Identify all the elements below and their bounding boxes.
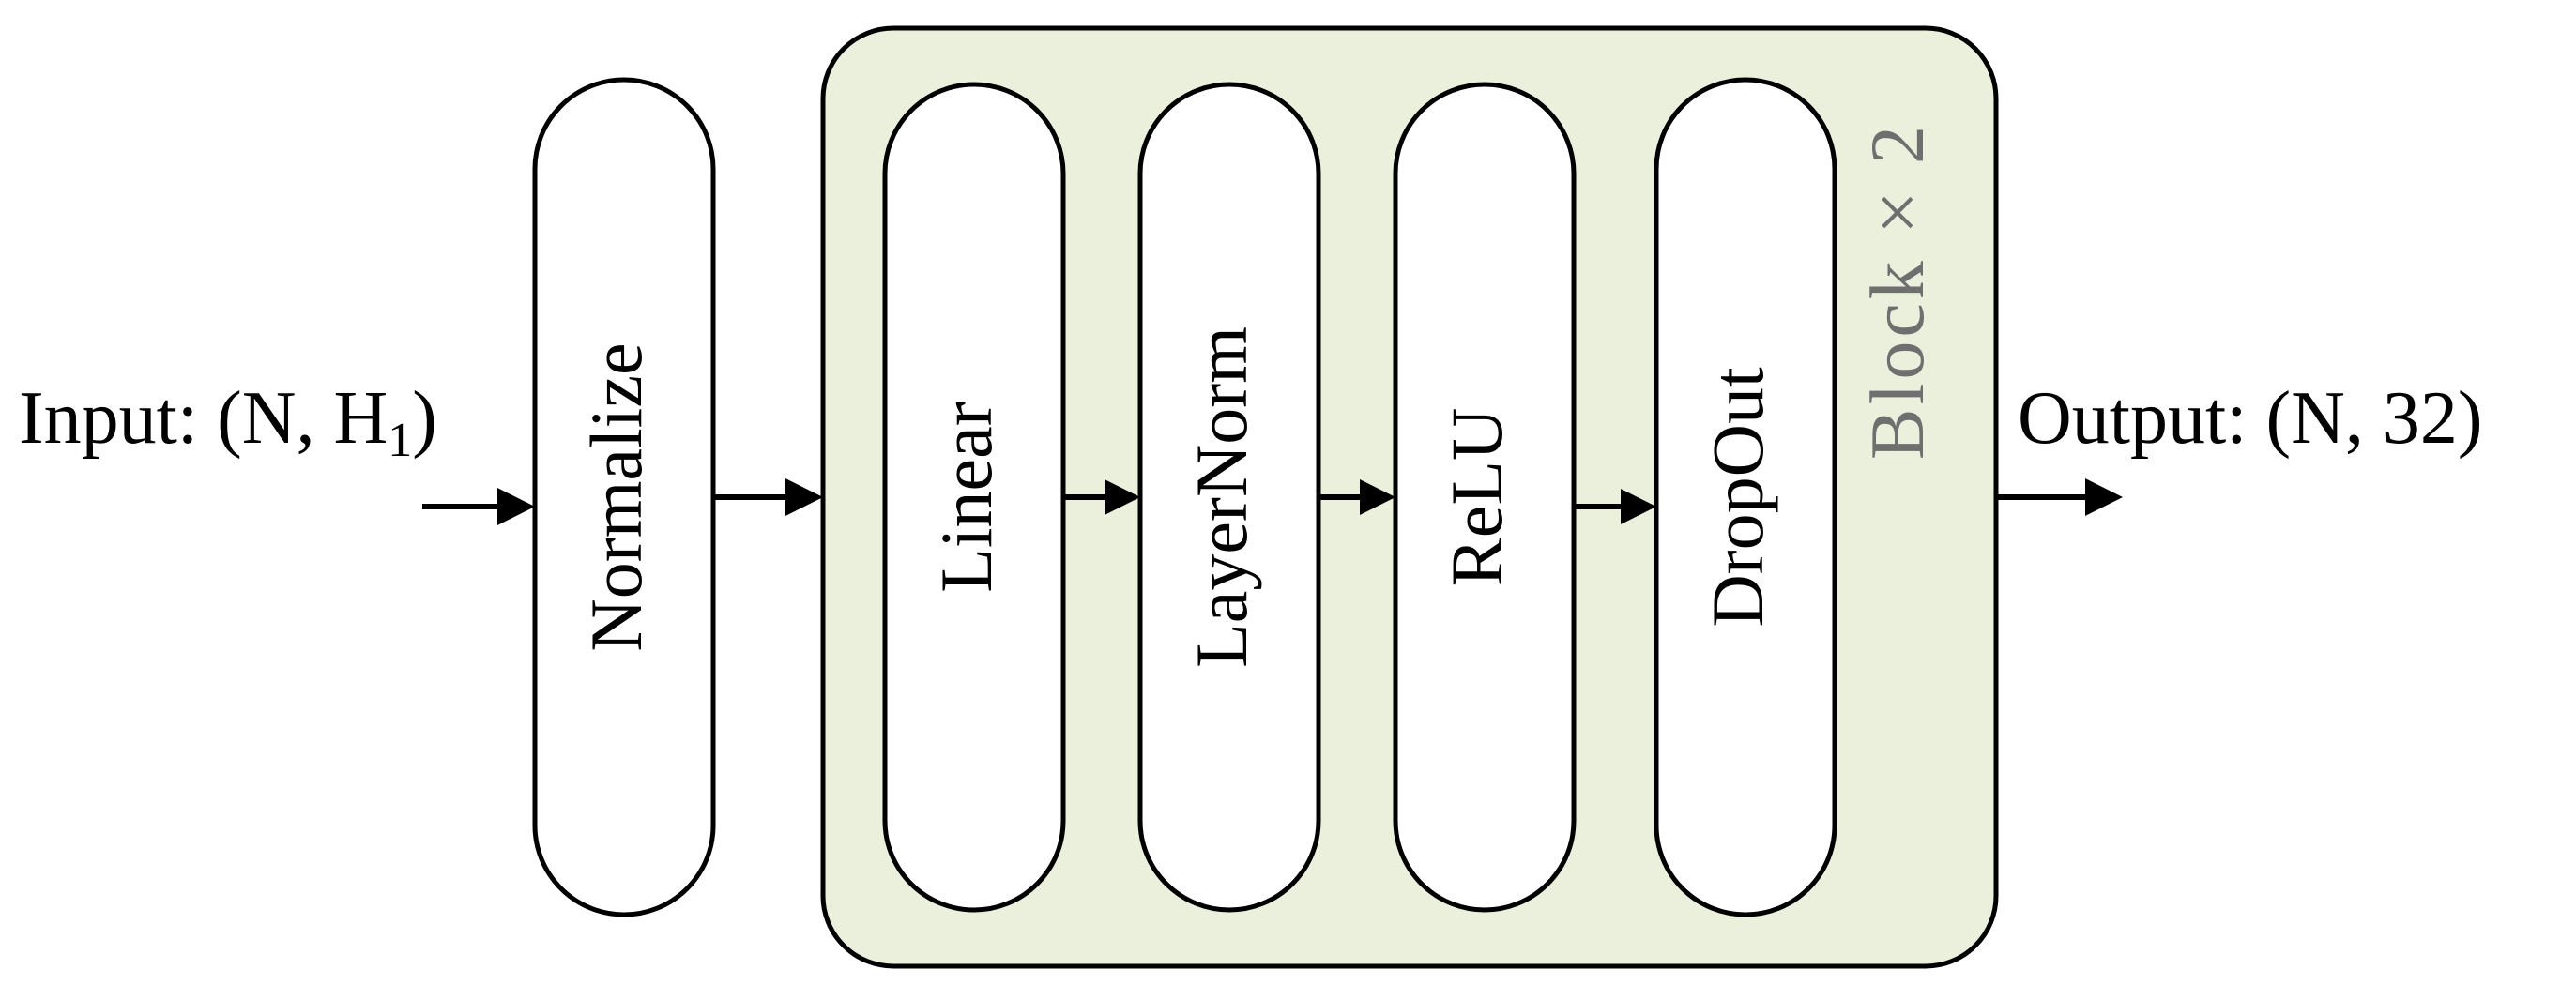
normalize-label: Normalize — [575, 342, 657, 651]
layer-relu-label: ReLU — [1436, 408, 1517, 587]
arrow-linear-to-layernorm — [1063, 479, 1140, 515]
layer-linear: Linear — [882, 82, 1066, 913]
normalize-to-block-arrow — [713, 478, 823, 516]
layer-dropout-label: DropOut — [1697, 367, 1778, 628]
layer-layernorm: LayerNorm — [1137, 82, 1321, 913]
layer-dropout: DropOut — [1654, 77, 1837, 917]
arrow-relu-to-dropout — [1574, 489, 1656, 524]
block-repeat-label: Block × 2 — [1854, 122, 1940, 460]
layer-layernorm-label: LayerNorm — [1181, 326, 1262, 668]
layer-relu: ReLU — [1393, 82, 1577, 913]
input-label: Input: (N, H1) — [19, 377, 437, 467]
layer-linear-label: Linear — [925, 402, 1007, 593]
input-label-subscript: 1 — [388, 414, 412, 467]
output-arrow — [1996, 478, 2123, 516]
normalize-box: Normalize — [532, 77, 716, 917]
input-arrow — [422, 488, 535, 525]
arrow-layernorm-to-relu — [1318, 479, 1395, 515]
output-label: Output: (N, 32) — [2018, 377, 2483, 460]
